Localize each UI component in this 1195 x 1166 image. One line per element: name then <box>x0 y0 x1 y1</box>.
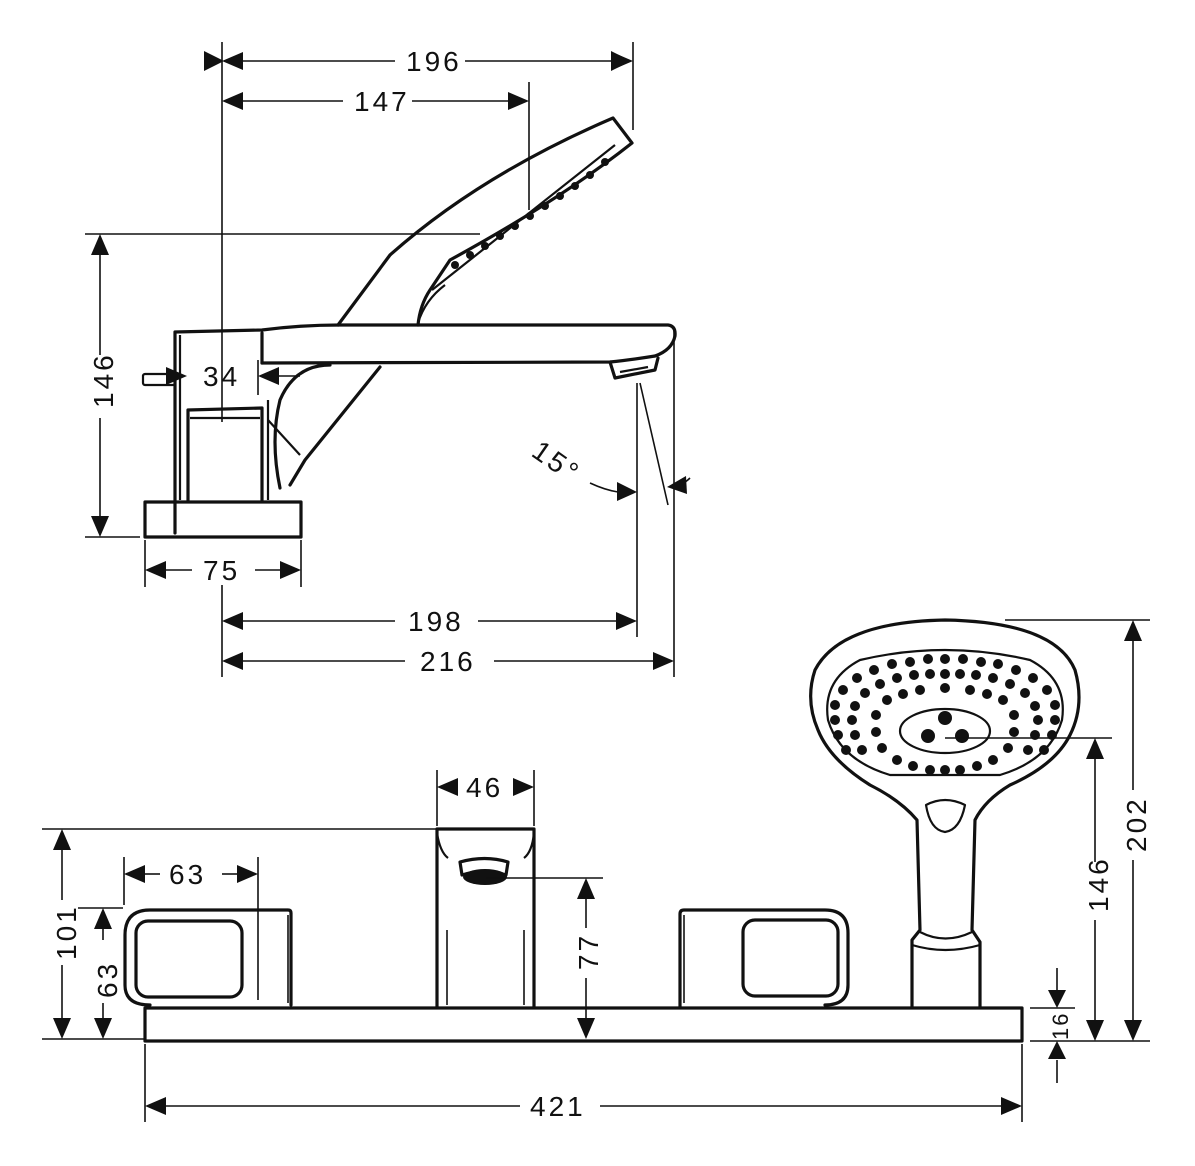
hand-shower-front-icon <box>809 618 1081 1009</box>
dim-101-label: 101 <box>51 904 82 960</box>
spout-side-icon <box>141 323 677 539</box>
dim-77-label: 77 <box>573 933 604 970</box>
dim-46-label: 46 <box>466 772 503 803</box>
dim-15deg-label: 15° <box>527 435 587 490</box>
spray-nozzles <box>830 654 1060 775</box>
dim-146-front-label: 146 <box>1083 856 1114 912</box>
right-handle-front-icon <box>678 908 850 1009</box>
dim-421-label: 421 <box>530 1091 586 1122</box>
dim-63-height-label: 63 <box>92 961 123 998</box>
dim-216-label: 216 <box>420 646 476 677</box>
dim-34-label: 34 <box>203 361 240 392</box>
spout-front-icon <box>435 827 536 1009</box>
dim-16-label: 16 <box>1048 1012 1073 1040</box>
dim-75-label: 75 <box>203 555 240 586</box>
left-handle-front-icon <box>123 908 293 1007</box>
dim-147-label: 147 <box>354 86 410 117</box>
dim-198-label: 198 <box>408 606 464 637</box>
dim-196-label: 196 <box>406 46 462 77</box>
dim-202-label: 202 <box>1121 796 1152 852</box>
side-view: 196 147 146 34 75 198 <box>85 42 691 677</box>
dim-63-width-label: 63 <box>169 859 206 890</box>
hand-shower-side-icon <box>336 116 634 327</box>
front-view: 46 63 101 63 77 421 16 <box>42 618 1152 1122</box>
dim-146-side-label: 146 <box>88 352 119 408</box>
